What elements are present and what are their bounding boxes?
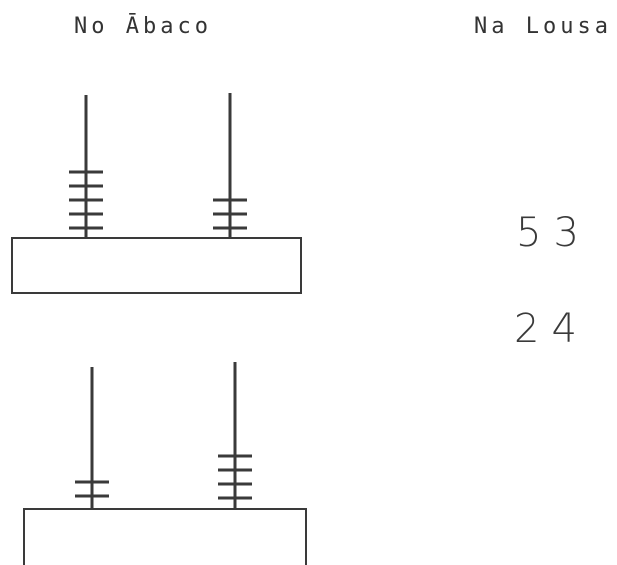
- board-number-1: 53: [516, 210, 591, 256]
- abacus-1-base: [12, 238, 301, 293]
- abacus-1: [12, 93, 301, 293]
- abacus-2-base: [24, 509, 306, 565]
- abacus-2: [24, 362, 306, 565]
- board-number-2: 24: [514, 306, 589, 352]
